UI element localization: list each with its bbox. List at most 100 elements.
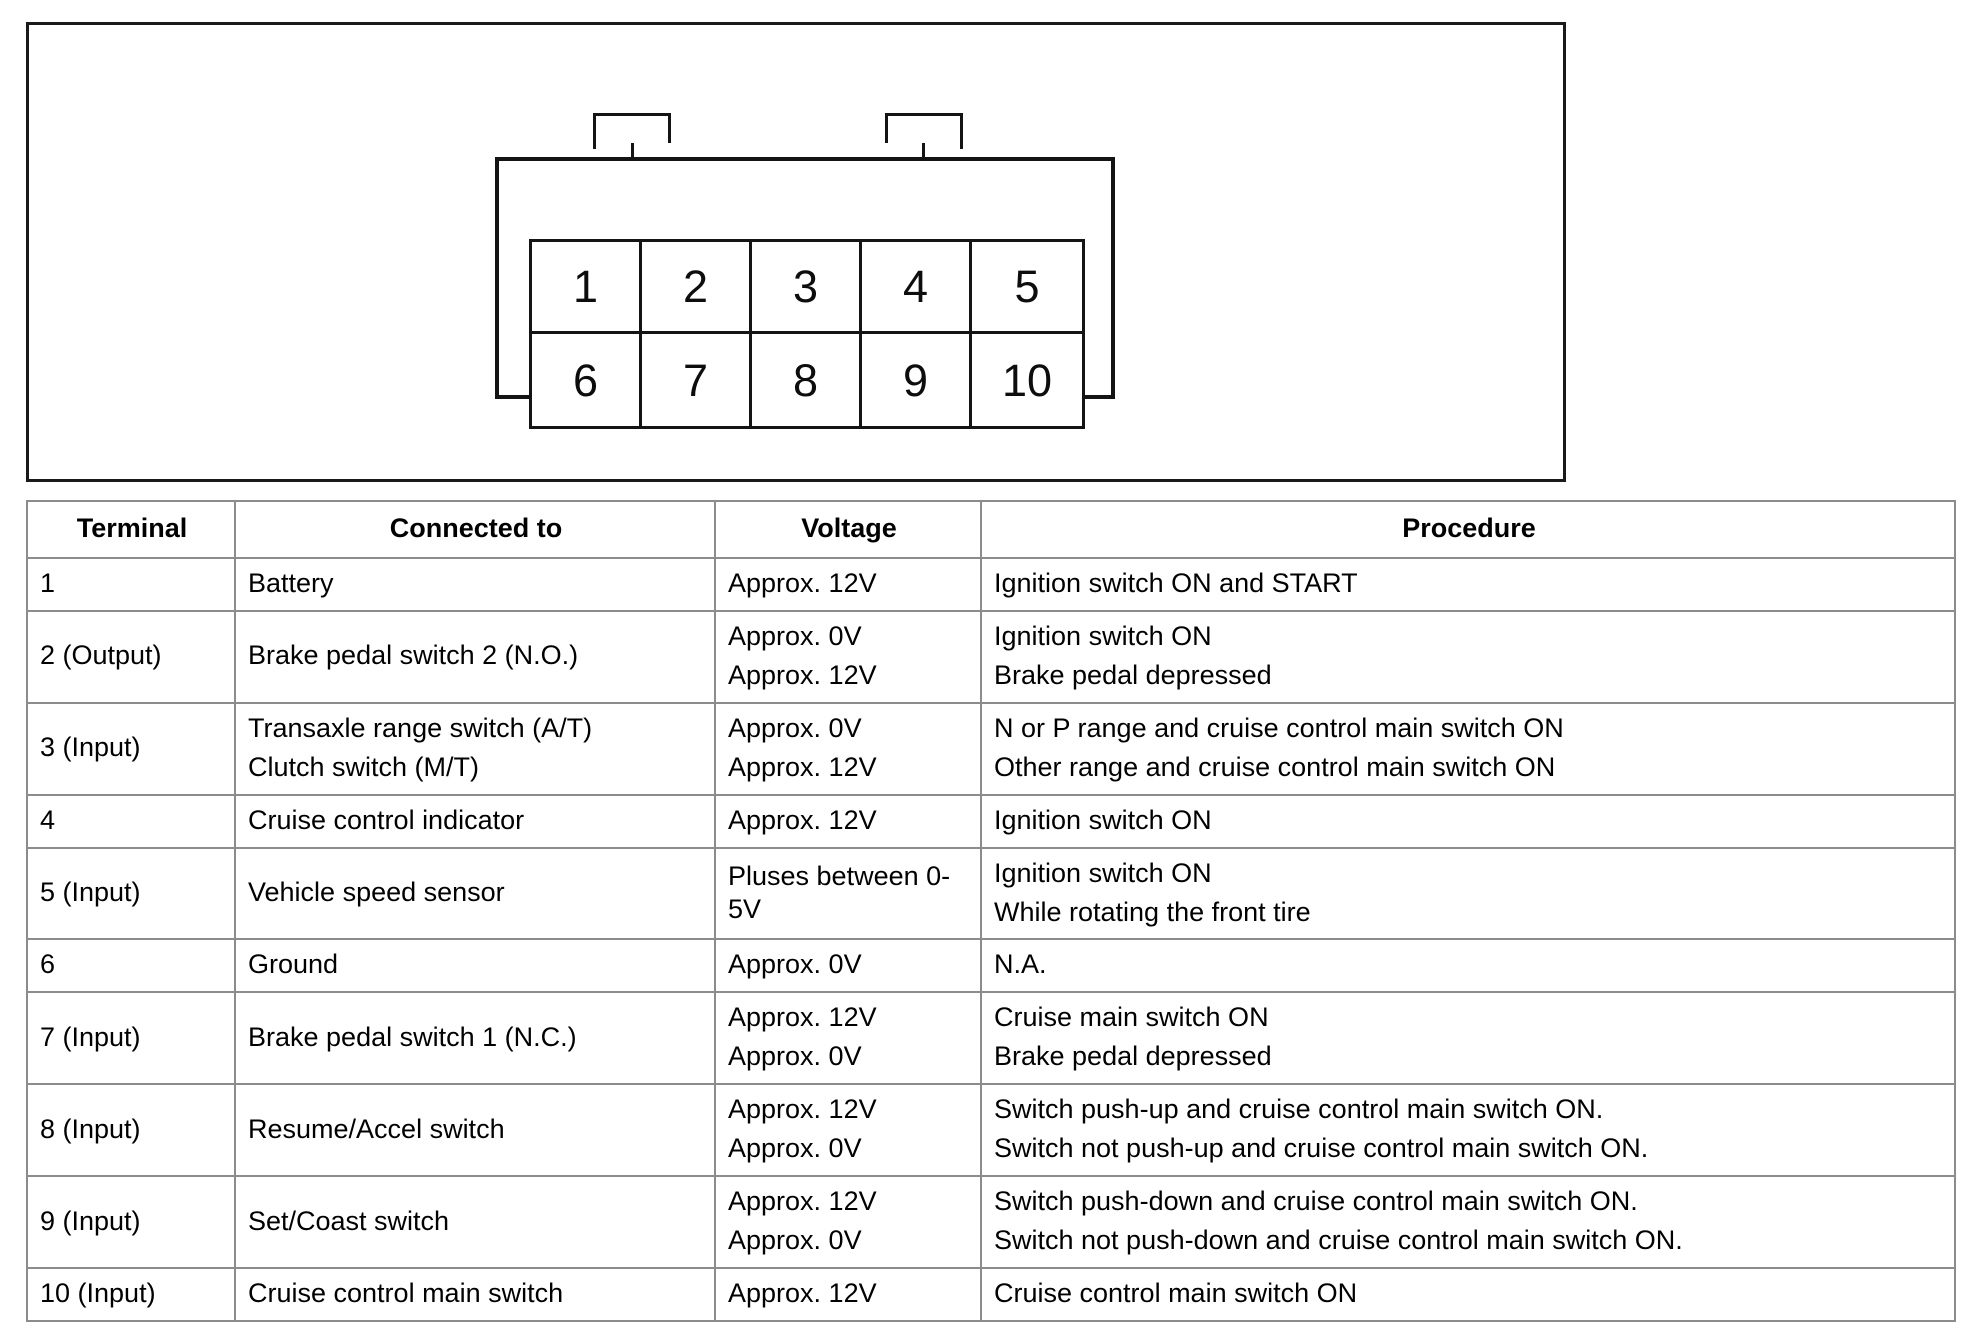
cell-connected-to-line: Vehicle speed sensor xyxy=(248,877,505,908)
connector-housing: 1 2 3 4 5 6 7 8 9 10 xyxy=(495,157,1115,429)
cell-voltage: Approx. 0V Approx. 12V xyxy=(714,701,982,796)
cell-connected-to-line: Set/Coast switch xyxy=(248,1205,450,1236)
cell-connected-to-line: Cruise control main switch xyxy=(248,1278,564,1308)
cell-connected-to: Set/Coast switch xyxy=(234,1175,716,1269)
pin-cell-9: 9 xyxy=(862,334,972,426)
cell-procedure-line: Ignition switch ON and START xyxy=(994,567,1358,598)
cell-procedure-line: N or P range and cruise control main swi… xyxy=(994,712,1564,743)
pin-cell-7: 7 xyxy=(642,334,752,426)
cell-procedure-line: Other range and cruise control main swit… xyxy=(994,751,1556,782)
pin-cell-6: 6 xyxy=(532,334,642,426)
cell-connected-to-line: Resume/Accel switch xyxy=(248,1113,505,1144)
latch-tab-left-icon xyxy=(593,113,671,165)
cell-connected-to: Brake pedal switch 2 (N.O.) xyxy=(234,609,716,704)
cell-procedure-line: Ignition switch ON xyxy=(994,857,1212,888)
cell-voltage-line: Approx. 0V xyxy=(728,1225,862,1256)
cell-voltage: Approx. 0V xyxy=(714,938,982,994)
cell-procedure-line: While rotating the front tire xyxy=(994,896,1311,927)
cell-procedure: Cruise control main switch ON xyxy=(980,1267,1956,1322)
pin-cell-3: 3 xyxy=(752,242,862,334)
cell-procedure: Ignition switch ON xyxy=(980,793,1956,849)
cell-procedure-line: Ignition switch ON xyxy=(994,620,1212,651)
column-header-procedure: Procedure xyxy=(980,500,1956,559)
cell-procedure-line: Switch push-down and cruise control main… xyxy=(994,1186,1638,1217)
table-row: 2 (Output) Brake pedal switch 2 (N.O.) App… xyxy=(26,609,1956,704)
cell-voltage: Approx. 0V Approx. 12V xyxy=(714,609,982,704)
cell-terminal: 4 xyxy=(26,793,236,849)
cell-voltage: Approx. 12V xyxy=(714,556,982,612)
cell-voltage-line: Approx. 0V xyxy=(728,712,862,743)
cell-voltage-line: Pluses between 0-5V xyxy=(728,860,951,924)
cell-procedure: Ignition switch ON While rotating the fro… xyxy=(980,846,1956,941)
cell-voltage: Approx. 12V xyxy=(714,1267,982,1322)
cell-connected-to: Brake pedal switch 1 (N.C.) xyxy=(234,991,716,1086)
cell-connected-to-line: Brake pedal switch 2 (N.O.) xyxy=(248,640,579,671)
cell-connected-to-line: Ground xyxy=(248,949,339,980)
terminal-reference-table: Terminal Connected to Voltage Procedure … xyxy=(26,500,1956,1322)
cell-connected-to: Vehicle speed sensor xyxy=(234,846,716,941)
cell-connected-to: Battery xyxy=(234,556,716,612)
cell-terminal: 1 xyxy=(26,556,236,612)
pin-cell-10: 10 xyxy=(1001,354,1053,406)
connector-diagram-panel: 1 2 3 4 5 6 7 8 9 10 xyxy=(26,22,1566,482)
pin-cell-5: 5 xyxy=(972,242,1082,334)
cell-procedure: Switch push-down and cruise control main… xyxy=(980,1175,1956,1269)
cell-procedure: Cruise main switch ON Brake pedal depress… xyxy=(980,991,1956,1086)
table-header-row: Terminal Connected to Voltage Procedure xyxy=(26,500,1956,559)
cell-voltage-line: Approx. 12V xyxy=(728,567,877,598)
cell-procedure-line: Switch push-up and cruise control main s… xyxy=(994,1094,1604,1125)
cell-voltage-line: Approx. 0V xyxy=(728,1133,862,1164)
cell-voltage-line: Approx. 0V xyxy=(728,1041,862,1072)
cell-connected-to: Ground xyxy=(234,938,716,994)
pin-cell-4: 4 xyxy=(862,242,972,334)
cell-terminal: 7 (Input) xyxy=(26,991,236,1086)
cell-procedure: N or P range and cruise control main swi… xyxy=(980,701,1956,796)
cell-voltage-line: Approx. 12V xyxy=(728,804,877,835)
connector-illustration: 1 2 3 4 5 6 7 8 9 10 xyxy=(495,113,1115,429)
column-header-connected-to: Connected to xyxy=(234,500,716,559)
cell-connected-to: Resume/Accel switch xyxy=(234,1083,716,1178)
cell-procedure: Switch push-up and cruise control main s… xyxy=(980,1083,1956,1178)
cell-procedure-line: Switch not push-up and cruise control ma… xyxy=(994,1133,1649,1164)
cell-voltage: Pluses between 0-5V xyxy=(714,846,982,941)
cell-voltage-line: Approx. 12V xyxy=(728,1094,877,1125)
cell-connected-to-line: Brake pedal switch 1 (N.C.) xyxy=(248,1021,577,1052)
cell-procedure: Ignition switch ON and START xyxy=(980,556,1956,612)
cell-procedure-line: Cruise main switch ON xyxy=(994,1002,1269,1033)
cell-connected-to-line: Transaxle range switch (A/T) xyxy=(248,712,593,743)
cell-terminal: 5 (Input) xyxy=(26,846,236,941)
table-row: 7 (Input) Brake pedal switch 1 (N.C.) Appr… xyxy=(26,991,1956,1086)
cell-voltage-line: Approx. 12V xyxy=(728,1186,877,1217)
cell-voltage-line: Approx. 12V xyxy=(728,1278,877,1308)
cell-terminal: 2 (Output) xyxy=(26,609,236,704)
cell-terminal: 3 (Input) xyxy=(26,701,236,796)
table-row: 3 (Input)Transaxle range switch (A/T)Clu… xyxy=(26,701,1956,796)
pin-cell-2: 2 xyxy=(642,242,752,334)
cell-terminal: 8 (Input) xyxy=(26,1083,236,1178)
latch-tab-right-outline xyxy=(885,113,963,149)
cell-voltage-line: Approx. 12V xyxy=(728,659,877,690)
cell-terminal: 6 xyxy=(26,938,236,994)
cell-connected-to-line: Battery xyxy=(248,567,334,598)
cell-connected-to: Cruise control main switch xyxy=(234,1267,716,1322)
cell-procedure-line: Brake pedal depressed xyxy=(994,1041,1272,1072)
cell-connected-to: Cruise control indicator xyxy=(234,793,716,849)
cell-voltage-line: Approx. 0V xyxy=(728,620,862,651)
pin-cell-1: 1 xyxy=(532,242,642,334)
cell-voltage: Approx. 12V xyxy=(714,793,982,849)
cell-voltage: Approx. 12V Approx. 0V xyxy=(714,991,982,1086)
cell-voltage-line: Approx. 12V xyxy=(728,1002,877,1033)
column-header-voltage: Voltage xyxy=(714,500,982,559)
cell-procedure-line: Ignition switch ON xyxy=(994,804,1212,835)
table-row: 1 Battery Approx. 12V Ignition switch ON an… xyxy=(26,556,1956,612)
cell-connected-to: Transaxle range switch (A/T)Clutch switc… xyxy=(234,701,716,796)
cell-voltage: Approx. 12V Approx. 0V xyxy=(714,1175,982,1269)
column-header-terminal: Terminal xyxy=(26,500,236,559)
cell-voltage-line: Approx. 12V xyxy=(728,751,877,782)
pin-cell-8: 8 xyxy=(752,334,862,426)
cell-voltage-line: Approx. 0V xyxy=(728,949,862,980)
